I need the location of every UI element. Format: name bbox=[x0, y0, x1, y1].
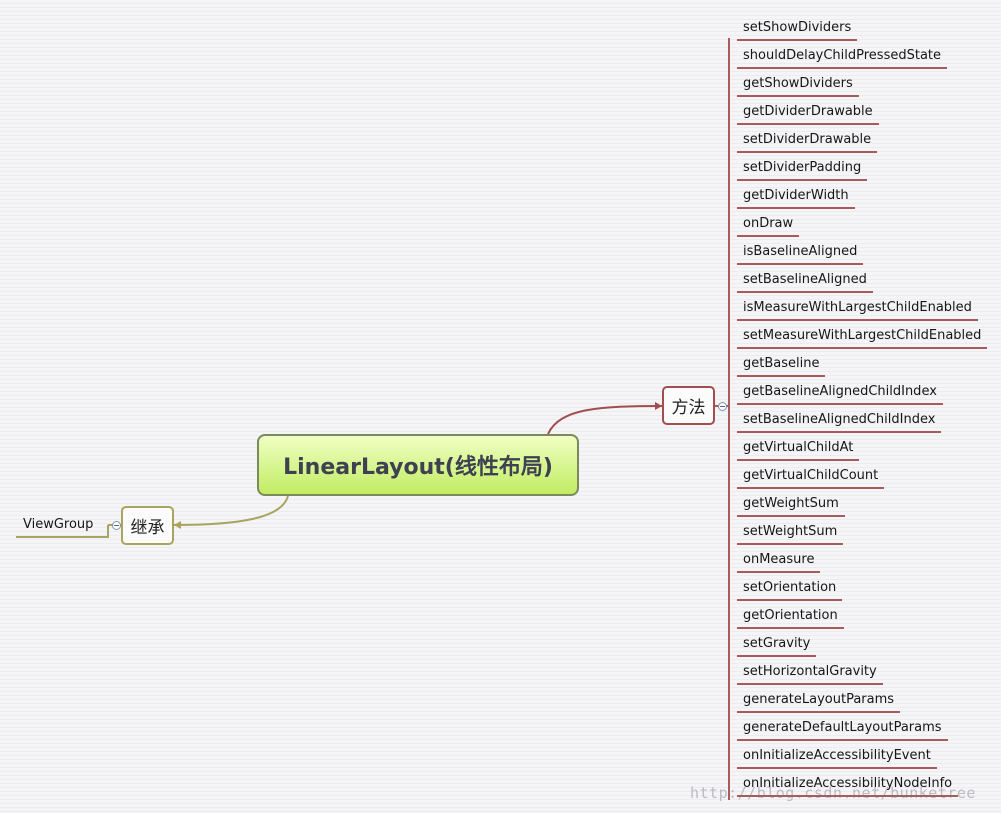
method-leaf-label: onMeasure bbox=[743, 552, 815, 567]
method-leaf[interactable]: isBaselineAligned bbox=[737, 243, 864, 265]
method-leaf-label: setBaselineAlignedChildIndex bbox=[743, 412, 936, 427]
method-leaf[interactable]: getWeightSum bbox=[737, 495, 845, 517]
inherit-leaf[interactable]: ViewGroup bbox=[16, 516, 108, 538]
method-leaf[interactable]: setHorizontalGravity bbox=[737, 663, 883, 685]
method-leaf-label: getBaselineAlignedChildIndex bbox=[743, 384, 937, 399]
method-leaf[interactable]: getOrientation bbox=[737, 607, 844, 629]
method-leaf[interactable]: getDividerDrawable bbox=[737, 103, 879, 125]
method-leaf[interactable]: generateLayoutParams bbox=[737, 691, 901, 713]
root-to-methods-connector bbox=[547, 405, 663, 435]
method-leaf-label: shouldDelayChildPressedState bbox=[743, 48, 942, 63]
method-leaf-label: getDividerWidth bbox=[743, 188, 849, 203]
method-leaf-label: getOrientation bbox=[743, 608, 838, 623]
method-leaf-label: setDividerPadding bbox=[743, 160, 862, 175]
method-leaf[interactable]: isMeasureWithLargestChildEnabled bbox=[737, 299, 978, 321]
method-leaf[interactable]: setBaselineAlignedChildIndex bbox=[737, 411, 942, 433]
method-leaf-label: setBaselineAligned bbox=[743, 272, 867, 287]
method-leaf[interactable]: shouldDelayChildPressedState bbox=[737, 47, 948, 69]
method-leaf-label: setGravity bbox=[743, 636, 811, 651]
methods-arrowhead bbox=[655, 402, 662, 410]
root-topic[interactable]: LinearLayout(线性布局) bbox=[257, 434, 579, 496]
watermark: http://blog.csdn.net/bunketree bbox=[690, 784, 976, 802]
method-leaf[interactable]: onDraw bbox=[737, 215, 800, 237]
method-leaf-label: onInitializeAccessibilityNodeInfo bbox=[743, 776, 953, 791]
methods-collapse-icon[interactable] bbox=[718, 402, 727, 411]
method-leaf[interactable]: getBaseline bbox=[737, 355, 826, 377]
method-leaf[interactable]: setGravity bbox=[737, 635, 817, 657]
method-leaf-label: setDividerDrawable bbox=[743, 132, 872, 147]
method-leaf[interactable]: getVirtualChildCount bbox=[737, 467, 885, 489]
inherit-collapse-icon[interactable] bbox=[112, 521, 121, 530]
methods-topic[interactable]: 方法 bbox=[662, 386, 715, 425]
methods-topic-label: 方法 bbox=[671, 398, 706, 418]
method-leaf[interactable]: getShowDividers bbox=[737, 75, 859, 97]
method-leaf-label: setOrientation bbox=[743, 580, 837, 595]
method-leaf[interactable]: onInitializeAccessibilityNodeInfo bbox=[737, 775, 959, 797]
method-leaf[interactable]: setDividerPadding bbox=[737, 159, 868, 181]
method-leaf[interactable]: setWeightSum bbox=[737, 523, 844, 545]
inherit-leaf-label: ViewGroup bbox=[23, 517, 94, 532]
method-leaf-label: onInitializeAccessibilityEvent bbox=[743, 748, 931, 763]
method-leaf-label: onDraw bbox=[743, 216, 794, 231]
root-topic-label: LinearLayout(线性布局) bbox=[283, 455, 553, 480]
method-leaf[interactable]: getVirtualChildAt bbox=[737, 439, 860, 461]
method-leaf-label: getVirtualChildCount bbox=[743, 468, 879, 483]
method-leaf[interactable]: setOrientation bbox=[737, 579, 843, 601]
method-leaf-label: getDividerDrawable bbox=[743, 104, 873, 119]
method-leaf-label: setHorizontalGravity bbox=[743, 664, 877, 679]
method-leaf-label: isMeasureWithLargestChildEnabled bbox=[743, 300, 972, 315]
method-leaf-label: getVirtualChildAt bbox=[743, 440, 854, 455]
method-leaf-label: setMeasureWithLargestChildEnabled bbox=[743, 328, 982, 343]
method-leaf-label: getBaseline bbox=[743, 356, 820, 371]
method-leaf-label: getShowDividers bbox=[743, 76, 853, 91]
method-leaf[interactable]: setShowDividers bbox=[737, 19, 858, 41]
inherit-arrowhead bbox=[174, 521, 181, 529]
method-leaf-label: generateDefaultLayoutParams bbox=[743, 720, 942, 735]
method-leaf[interactable]: onMeasure bbox=[737, 551, 821, 573]
root-to-inherit-connector bbox=[173, 495, 289, 526]
method-leaf-label: generateLayoutParams bbox=[743, 692, 895, 707]
method-leaf-label: setShowDividers bbox=[743, 20, 852, 35]
method-leaf[interactable]: getBaselineAlignedChildIndex bbox=[737, 383, 943, 405]
method-leaf[interactable]: setDividerDrawable bbox=[737, 131, 878, 153]
method-leaf[interactable]: getDividerWidth bbox=[737, 187, 855, 209]
inherit-topic[interactable]: 继承 bbox=[121, 506, 174, 545]
method-leaf-label: isBaselineAligned bbox=[743, 244, 858, 259]
method-leaf-label: setWeightSum bbox=[743, 524, 838, 539]
method-leaf-label: getWeightSum bbox=[743, 496, 839, 511]
method-leaf[interactable]: generateDefaultLayoutParams bbox=[737, 719, 948, 741]
method-leaf[interactable]: setMeasureWithLargestChildEnabled bbox=[737, 327, 988, 349]
method-leaf[interactable]: onInitializeAccessibilityEvent bbox=[737, 747, 937, 769]
inherit-topic-label: 继承 bbox=[130, 518, 165, 538]
method-leaf[interactable]: setBaselineAligned bbox=[737, 271, 873, 293]
